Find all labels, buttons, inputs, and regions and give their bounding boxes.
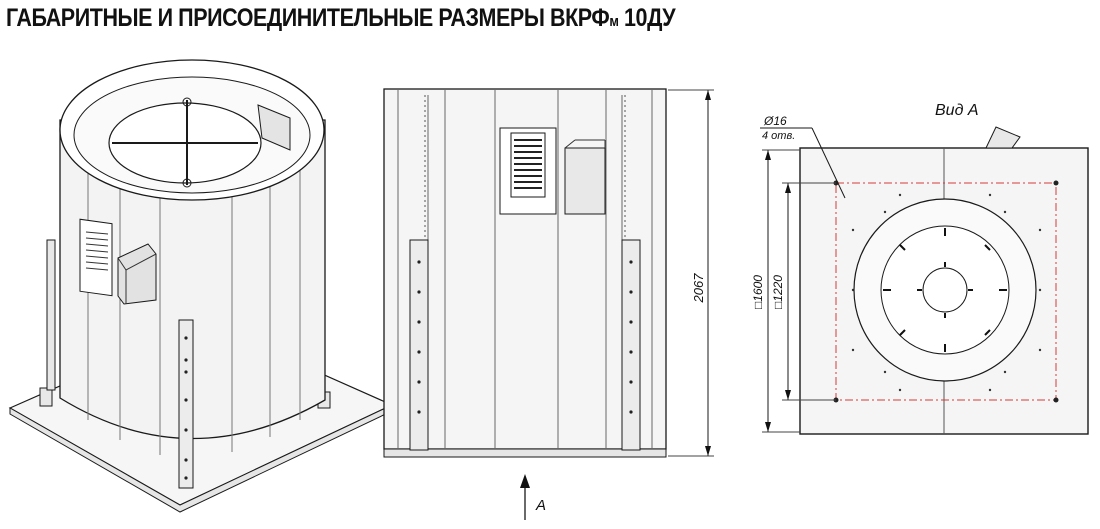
view-a-arrow-head: [520, 474, 530, 488]
front-terminal-box: [564, 147, 606, 215]
title-main: ГАБАРИТНЫЕ И ПРИСОЕДИНИТЕЛЬНЫЕ РАЗМЕРЫ В…: [6, 4, 610, 32]
title-subscript: м: [609, 13, 619, 30]
dim-height-label: 2067: [691, 273, 706, 304]
hole-diameter-label: Ø16: [763, 114, 787, 128]
iso-louvre-slats: [85, 231, 109, 271]
iso-front-rail: [178, 319, 194, 489]
top-vent-box: [985, 126, 1021, 149]
top-view-caption: Вид А: [935, 102, 979, 119]
iso-damper-pivot-top: [182, 97, 192, 107]
front-rail-left: [409, 239, 429, 451]
iso-panel-seams: [87, 150, 301, 455]
top-hub-circle: [922, 267, 968, 313]
hole-count-label: 4 отв.: [762, 130, 795, 142]
iso-rim-box: [257, 104, 291, 151]
perimeter-dots: [851, 193, 1042, 392]
front-base: [383, 448, 667, 458]
title-suffix: 10ДУ: [618, 4, 676, 32]
front-view: [383, 88, 714, 520]
front-rail-bolts: [417, 260, 633, 414]
page-title: ГАБАРИТНЫЕ И ПРИСОЕДИНИТЕЛЬНЫЕ РАЗМЕРЫ В…: [6, 4, 676, 33]
view-a-arrow-label: А: [535, 497, 546, 514]
isometric-view: [8, 59, 394, 513]
front-rail-right: [621, 239, 641, 451]
bolt-square-dashed: [835, 182, 1057, 401]
dim-1220-label: □1220: [771, 275, 785, 309]
inner-ticks: [883, 228, 1007, 352]
iso-damper-pivot-bottom: [182, 178, 192, 188]
dim-1600-label: □1600: [751, 275, 765, 309]
iso-rail-bolts: [184, 336, 188, 480]
front-louvre-slats: [514, 139, 542, 189]
iso-body-shell: [59, 119, 326, 440]
top-view: [760, 126, 1089, 435]
